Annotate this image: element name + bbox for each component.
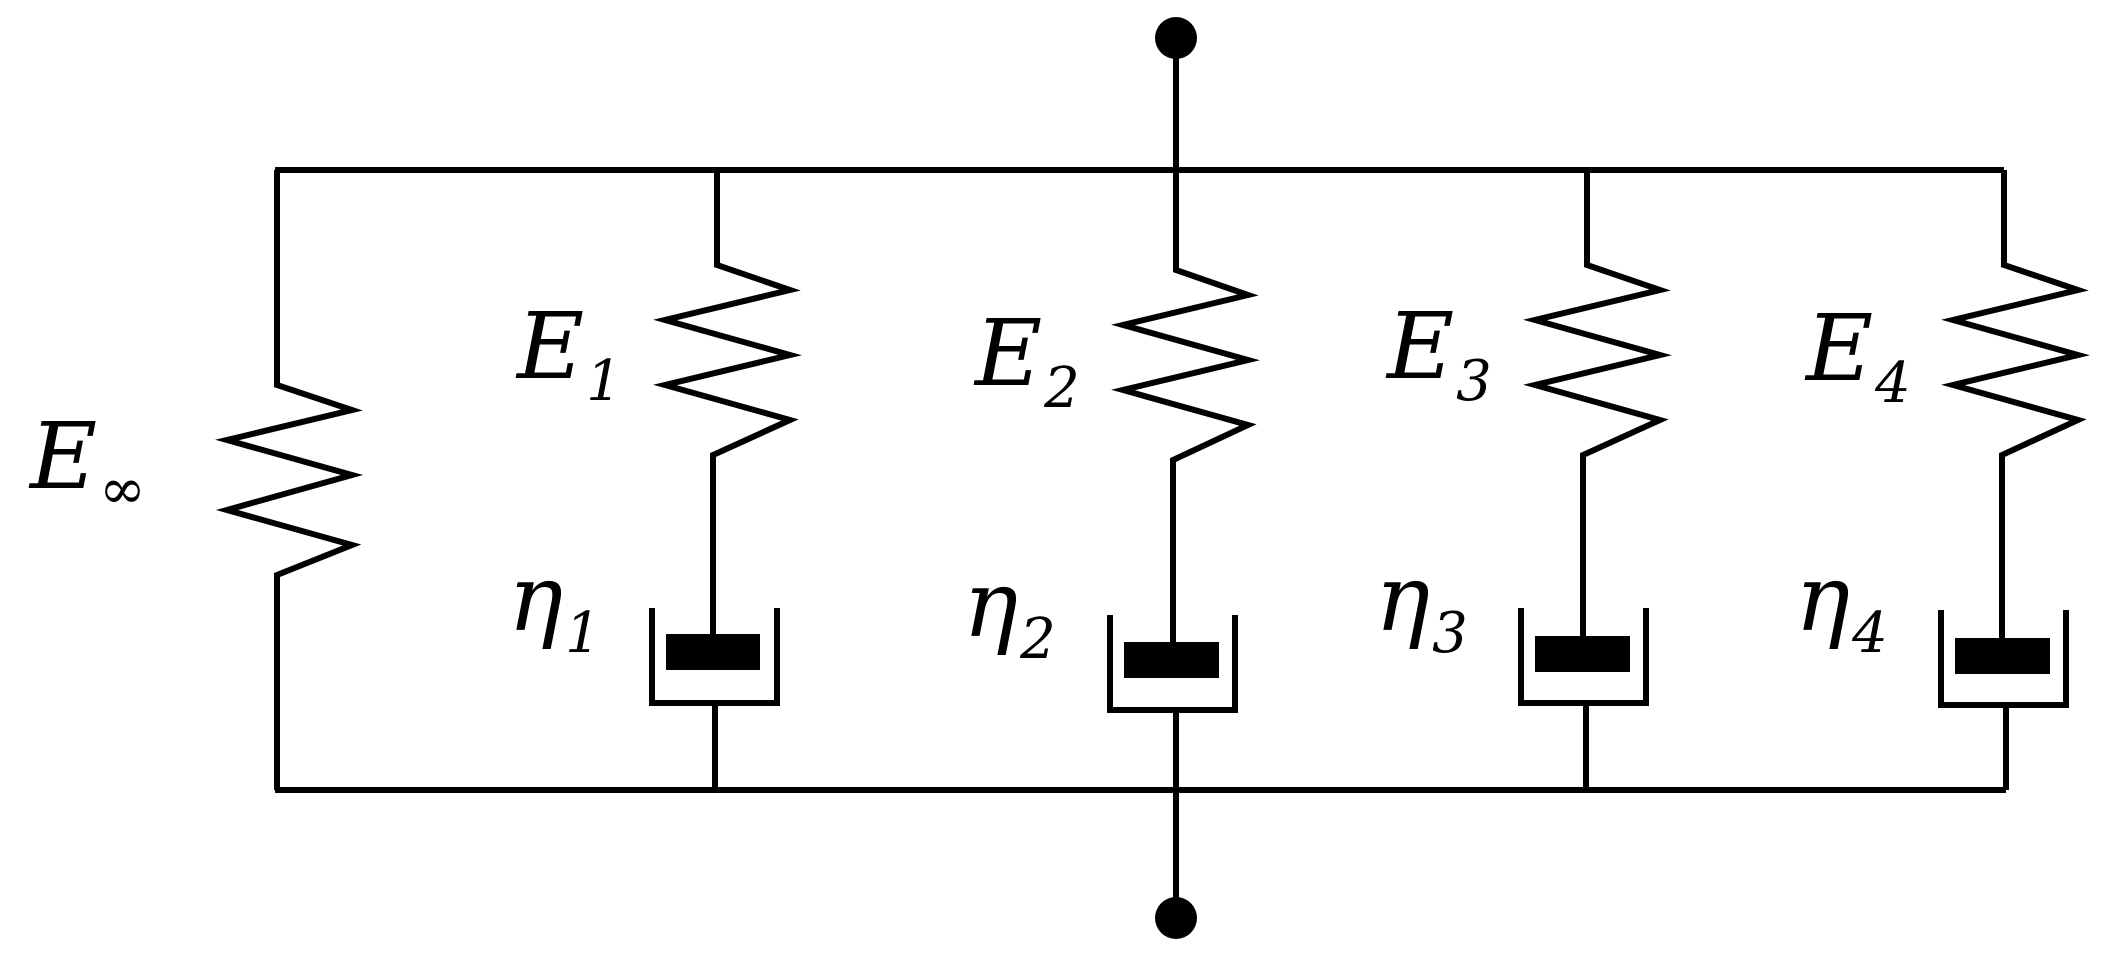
equilibrium-branch: E∞: [28, 170, 364, 790]
dashpot-label-eta4: η4: [1795, 545, 1888, 666]
dashpot-piston-3: [1535, 636, 1630, 672]
dashpot-piston-2: [1124, 642, 1219, 678]
spring-label-e1: E1: [515, 293, 622, 414]
spring-e-infinity: [215, 170, 364, 790]
spring-e2: [1111, 170, 1260, 645]
spring-label-e4: E4: [1804, 295, 1911, 416]
spring-e3: [1523, 170, 1672, 640]
maxwell-branch-1: E1 η1: [508, 170, 802, 790]
spring-e4: [1941, 170, 2090, 642]
maxwell-branch-3: E3 η3: [1375, 170, 1672, 790]
dashpot-cylinder-2: [1107, 615, 1238, 713]
maxwell-branch-2: E2 η2: [963, 170, 1260, 790]
dashpot-piston-4: [1955, 638, 2050, 674]
spring-label-e-infinity: E∞: [28, 403, 146, 522]
spring-label-e3: E3: [1385, 293, 1492, 414]
spring-label-e2: E2: [973, 300, 1080, 421]
spring-e1: [653, 170, 802, 638]
dashpot-piston-1: [666, 634, 760, 670]
dashpot-label-eta2: η2: [963, 551, 1056, 672]
dashpot-label-eta1: η1: [508, 545, 601, 666]
maxwell-branch-4: E4 η4: [1795, 170, 2090, 790]
dashpot-label-eta3: η3: [1375, 545, 1468, 666]
